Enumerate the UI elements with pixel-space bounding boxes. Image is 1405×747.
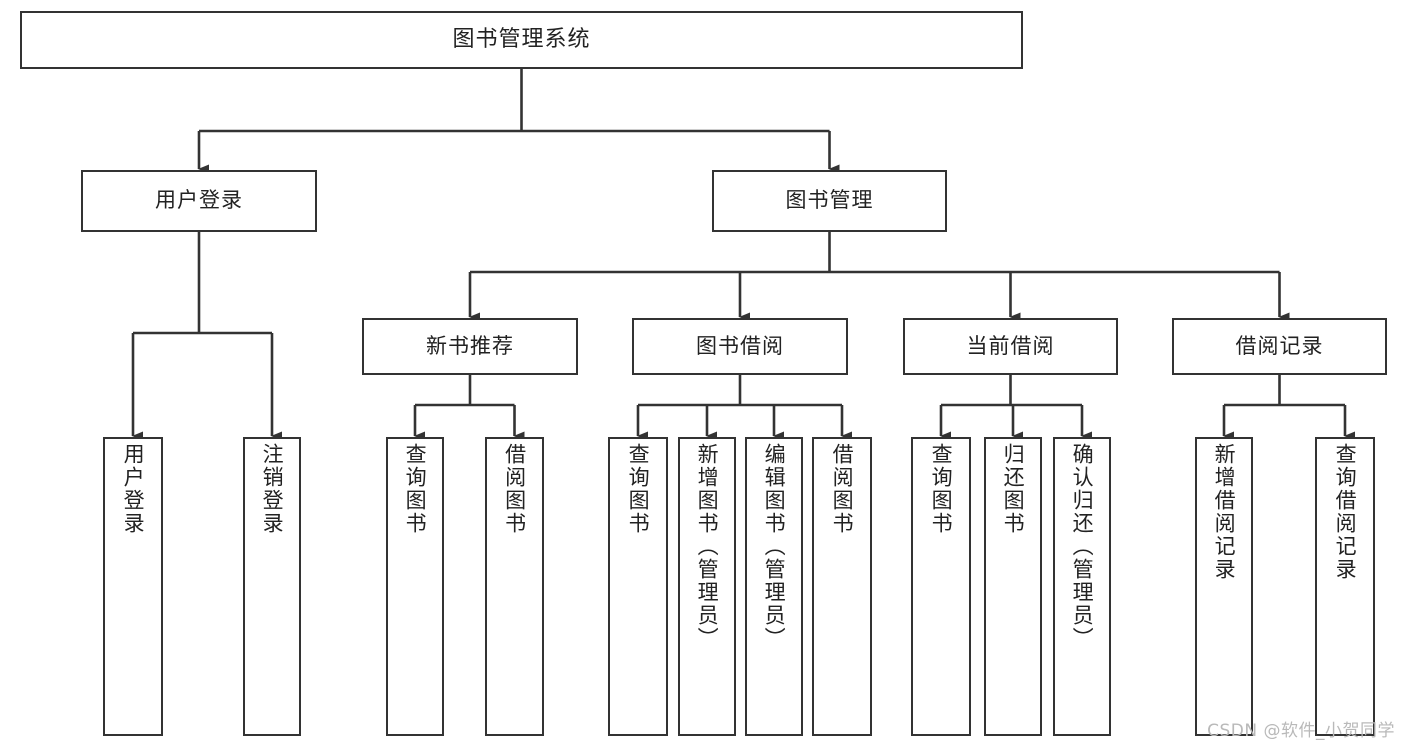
node-label: 图书借阅 <box>696 333 784 358</box>
node-leaf-rec-add[interactable]: 新增借阅记录 <box>1195 437 1253 736</box>
node-leaf-user-logout[interactable]: 注销登录 <box>243 437 301 736</box>
node-label: 编辑图书（管理员） <box>762 443 787 650</box>
node-leaf-borrow-add[interactable]: 新增图书（管理员） <box>678 437 736 736</box>
node-label: 图书管理系统 <box>452 26 591 52</box>
node-label: 新书推荐 <box>426 333 514 358</box>
node-label: 借阅图书 <box>830 443 855 535</box>
node-leaf-cur-query[interactable]: 查询图书 <box>911 437 971 736</box>
node-leaf-rec-search[interactable]: 查询借阅记录 <box>1315 437 1375 736</box>
node-leaf-user-login[interactable]: 用户登录 <box>103 437 163 736</box>
node-label: 查询借阅记录 <box>1333 443 1358 581</box>
node-label: 查询图书 <box>626 443 651 535</box>
node-label: 新增图书（管理员） <box>695 443 720 650</box>
node-user-login[interactable]: 用户登录 <box>81 170 317 232</box>
node-leaf-cur-confirm[interactable]: 确认归还（管理员） <box>1053 437 1111 736</box>
node-label: 借阅记录 <box>1235 333 1324 358</box>
node-new-book-rec[interactable]: 新书推荐 <box>362 318 578 375</box>
node-leaf-rec-query[interactable]: 查询图书 <box>386 437 444 736</box>
node-leaf-borrow-do[interactable]: 借阅图书 <box>812 437 872 736</box>
node-leaf-borrow-query[interactable]: 查询图书 <box>608 437 668 736</box>
node-root[interactable]: 图书管理系统 <box>20 11 1023 69</box>
node-label: 用户登录 <box>155 188 243 213</box>
node-book-borrow[interactable]: 图书借阅 <box>632 318 848 375</box>
node-label: 用户登录 <box>121 443 146 535</box>
node-label: 查询图书 <box>929 443 954 535</box>
node-book-manage[interactable]: 图书管理 <box>712 170 947 232</box>
node-leaf-cur-return[interactable]: 归还图书 <box>984 437 1042 736</box>
watermark-label: CSDN @软件_小贺同学 <box>1207 721 1395 741</box>
node-label: 注销登录 <box>260 443 285 535</box>
node-label: 归还图书 <box>1001 443 1026 535</box>
node-borrow-record[interactable]: 借阅记录 <box>1172 318 1387 375</box>
node-label: 新增借阅记录 <box>1212 443 1237 581</box>
node-leaf-borrow-edit[interactable]: 编辑图书（管理员） <box>745 437 803 736</box>
node-label: 当前借阅 <box>966 333 1055 358</box>
node-leaf-rec-borrow[interactable]: 借阅图书 <box>485 437 544 736</box>
node-label: 图书管理 <box>785 188 874 213</box>
node-label: 查询图书 <box>403 443 428 535</box>
node-label: 借阅图书 <box>502 443 527 535</box>
node-label: 确认归还（管理员） <box>1070 443 1095 650</box>
node-current-borrow[interactable]: 当前借阅 <box>903 318 1118 375</box>
